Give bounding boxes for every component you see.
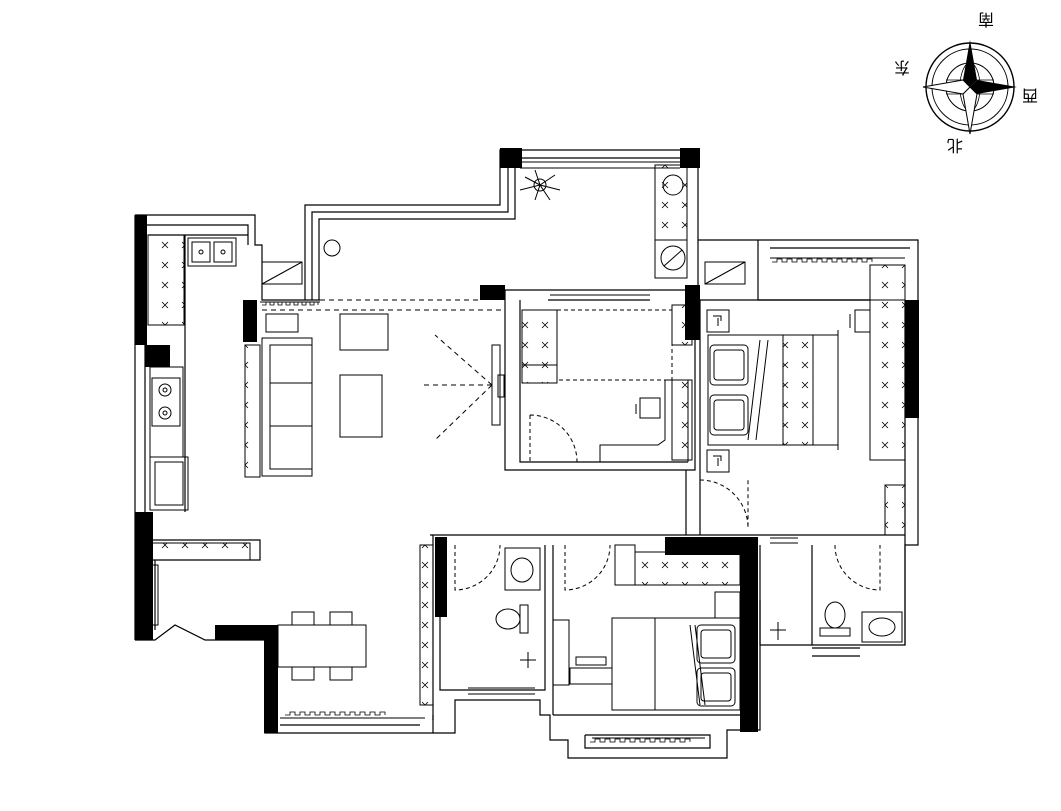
tv-view-lines (262, 299, 505, 441)
nightstand-icon-2 (714, 591, 741, 619)
toilet-icon (495, 604, 529, 634)
compass-south-label: 南 (978, 10, 994, 29)
interior-walls (148, 234, 906, 720)
compass-west-label: 西 (1022, 86, 1038, 105)
shower-icon-2 (770, 622, 786, 640)
air-conditioner-icon-2 (704, 261, 746, 285)
kitchen-sink-icon (187, 237, 237, 267)
utility-drain-icon (323, 239, 341, 257)
door-swing-4 (564, 544, 611, 591)
windows (260, 161, 905, 739)
floor-drain-icon (662, 174, 684, 196)
sofa-icon (261, 337, 313, 477)
chair-icon (849, 309, 871, 333)
air-conditioner-icon (261, 261, 303, 285)
gas-stove-icon (151, 377, 181, 427)
compass-east-label: 东 (894, 58, 910, 77)
bed-icon (707, 330, 839, 450)
bed-outline (556, 309, 673, 381)
door-swing-2 (699, 479, 749, 529)
nightstand-icon (706, 309, 730, 473)
refrigerator-icon (149, 456, 189, 511)
pillow-icon-2 (696, 624, 736, 707)
cabinets (147, 164, 906, 706)
dining-table-icon (277, 611, 367, 681)
ottoman-icon (339, 313, 389, 351)
plant-icon (519, 169, 561, 201)
wall-pillars (135, 148, 919, 733)
toilet-icon-2 (819, 601, 851, 637)
tv-cabinet-icon (491, 344, 505, 426)
door-swing-5 (834, 544, 881, 591)
desk-icon (599, 379, 689, 462)
washbasin-icon-2 (861, 611, 903, 643)
desk-icon-2 (552, 619, 613, 686)
coffee-table-icon (339, 374, 383, 438)
door-swing (529, 414, 578, 463)
bed-icon-2 (611, 617, 741, 711)
pillow-icon (709, 344, 749, 436)
shower-icon (520, 652, 536, 668)
compass-north-label: 北 (947, 136, 963, 155)
window-sills (262, 258, 873, 743)
side-table-icon (265, 313, 299, 333)
washing-machine-icon (654, 239, 688, 279)
compass-rose-icon (922, 40, 1017, 135)
washbasin-icon (504, 547, 541, 591)
door-swing-3 (454, 544, 501, 591)
